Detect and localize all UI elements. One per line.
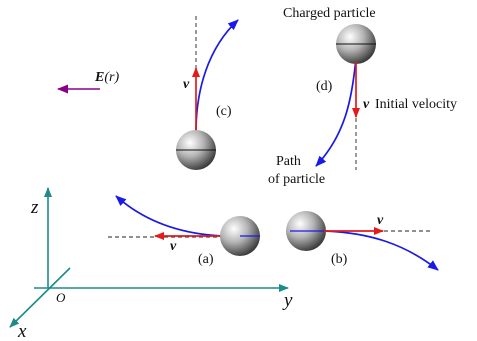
path-d — [315, 57, 357, 167]
velocity-label-b: v — [377, 213, 384, 228]
path-b — [325, 230, 439, 271]
charged-particle-label: Charged particle — [283, 6, 376, 21]
case-d: Charged particle v Initial velocity (d) … — [268, 6, 457, 187]
case-label-d: (d) — [316, 79, 333, 94]
origin-label: O — [56, 290, 66, 305]
path-label-line2: of particle — [268, 172, 325, 187]
velocity-label-d: v — [363, 97, 370, 112]
x-axis-label: x — [17, 321, 27, 341]
coordinate-axes: z y x O — [9, 187, 293, 341]
case-b: v (b) — [286, 211, 439, 271]
path-a — [115, 195, 223, 237]
case-c: v (c) — [176, 16, 239, 170]
field-symbol: E — [94, 70, 104, 85]
case-label-c: (c) — [216, 104, 232, 119]
field-label: E(r) — [94, 70, 119, 85]
x-axis — [9, 267, 71, 328]
velocity-label-c: v — [183, 77, 190, 92]
initial-velocity-label: Initial velocity — [375, 97, 457, 112]
y-axis-label: y — [282, 290, 293, 311]
path-label-line1: Path — [276, 154, 301, 169]
electric-field-group: E(r) — [57, 70, 119, 94]
case-label-a: (a) — [198, 252, 214, 267]
case-label-b: (b) — [331, 252, 348, 267]
velocity-label-a: v — [170, 239, 177, 254]
z-axis-label: z — [30, 197, 39, 218]
case-a: v (a) — [108, 195, 260, 267]
field-argument: (r) — [104, 70, 119, 85]
